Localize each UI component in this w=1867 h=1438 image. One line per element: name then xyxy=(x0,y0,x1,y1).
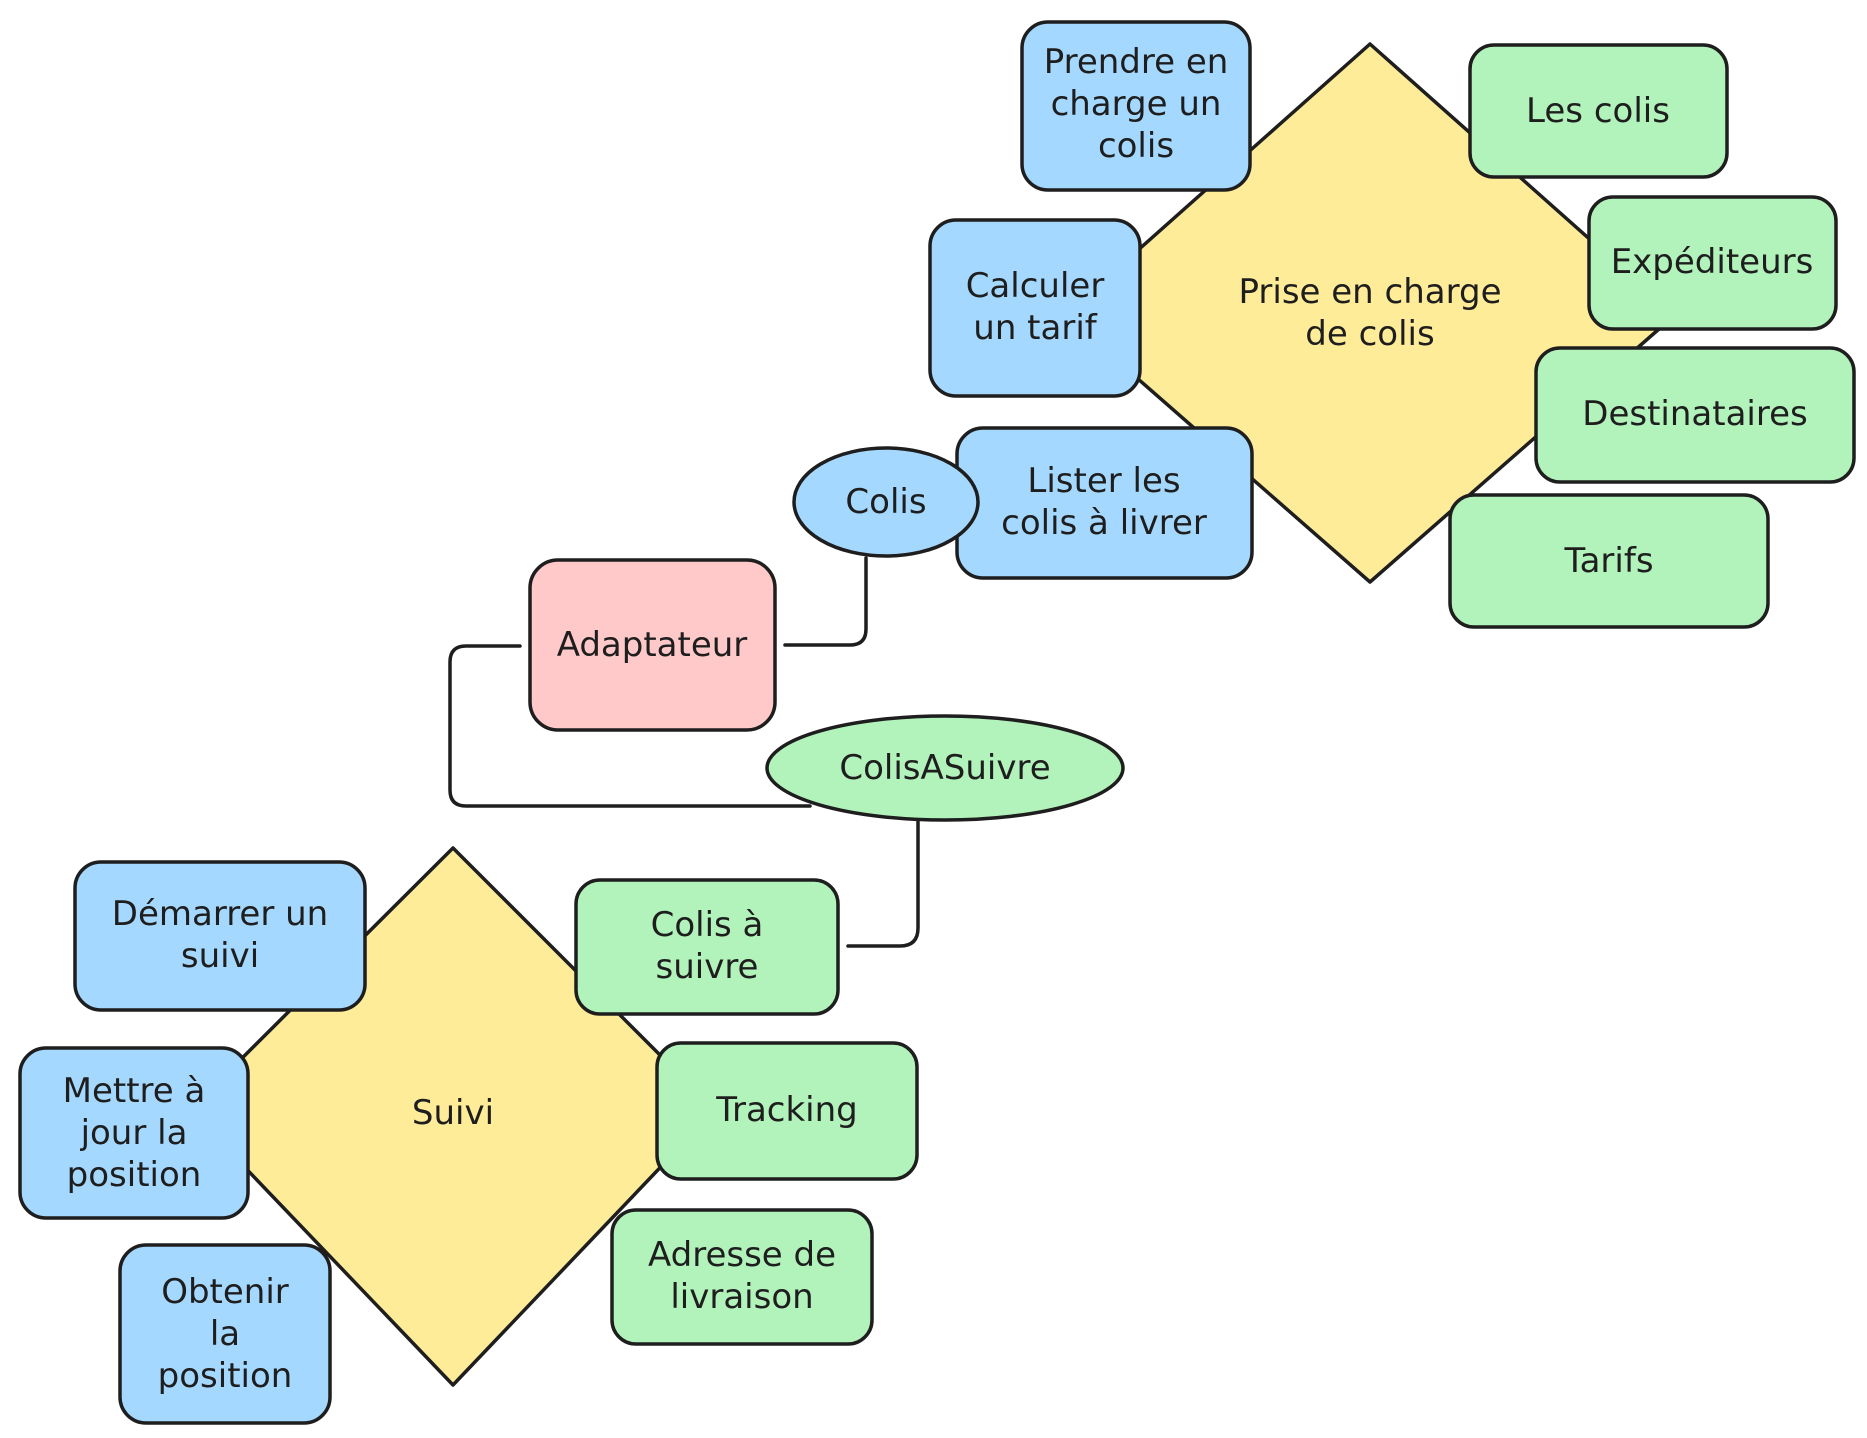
label-line: Tarifs xyxy=(1563,541,1653,581)
label-line: de colis xyxy=(1305,314,1434,354)
label-line: Lister les xyxy=(1027,461,1180,501)
port-colis: Colis xyxy=(792,446,980,558)
label-line: position xyxy=(158,1356,293,1396)
label-line: livraison xyxy=(670,1277,813,1317)
label-line: colis à livrer xyxy=(1001,503,1207,543)
hexagon-suivi-label: Suivi xyxy=(412,1093,494,1133)
svg-text:Les colis: Les colis xyxy=(1526,91,1670,131)
label-line: Mettre à xyxy=(63,1071,206,1111)
label-line: Tracking xyxy=(715,1090,858,1130)
label-line: position xyxy=(67,1155,202,1195)
svg-text:Expéditeurs: Expéditeurs xyxy=(1611,242,1814,282)
label-line: jour la xyxy=(80,1113,188,1153)
svg-text:Tracking: Tracking xyxy=(715,1090,858,1130)
label-line: Adaptateur xyxy=(557,625,748,665)
svg-text:Adaptateur: Adaptateur xyxy=(557,625,748,665)
label-line: colis xyxy=(1098,126,1174,166)
svg-text:Destinataires: Destinataires xyxy=(1582,394,1807,434)
node-destinataires: Destinataires xyxy=(1534,346,1856,484)
label-line: Suivi xyxy=(412,1093,494,1133)
label-line: Prise en charge xyxy=(1238,272,1501,312)
node-tarifs: Tarifs xyxy=(1448,493,1770,629)
label-line: charge un xyxy=(1051,84,1222,124)
connector-adaptateur-to-colisasuivre xyxy=(448,644,812,808)
label-line: suivre xyxy=(656,947,759,987)
label-line: ColisASuivre xyxy=(839,748,1050,788)
node-tracking: Tracking xyxy=(655,1041,919,1181)
port-colisasuivre: ColisASuivre xyxy=(765,714,1125,822)
node-adaptateur: Adaptateur xyxy=(528,558,777,732)
label-line: Obtenir xyxy=(161,1272,289,1312)
label-line: Prendre en xyxy=(1044,42,1229,82)
node-expediteurs: Expéditeurs xyxy=(1587,195,1838,331)
label-line: Démarrer un xyxy=(112,894,328,934)
label-line: Calculer xyxy=(966,266,1105,306)
label-line: la xyxy=(210,1314,240,1354)
label-line: Colis à xyxy=(651,905,764,945)
label-line: suivi xyxy=(181,936,259,976)
label-line: un tarif xyxy=(973,308,1097,348)
svg-text:Tarifs: Tarifs xyxy=(1563,541,1653,581)
label-line: Colis xyxy=(845,482,926,522)
label-line: Les colis xyxy=(1526,91,1670,131)
node-les-colis: Les colis xyxy=(1468,43,1729,179)
label-line: Expéditeurs xyxy=(1611,242,1814,282)
connector-colisasuivre-to-colis-a-suivre xyxy=(846,820,920,948)
label-line: Adresse de xyxy=(648,1235,836,1275)
svg-text:Colis: Colis xyxy=(845,482,926,522)
svg-text:ColisASuivre: ColisASuivre xyxy=(839,748,1050,788)
label-line: Destinataires xyxy=(1582,394,1807,434)
connector-adaptateur-to-colis xyxy=(783,556,868,647)
